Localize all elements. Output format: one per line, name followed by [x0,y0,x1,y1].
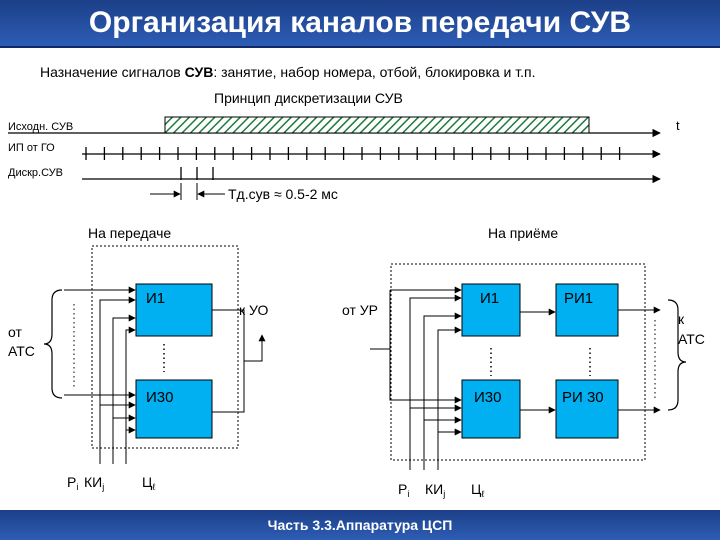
transmit-frame [91,245,239,449]
receive-gate-1 [461,283,521,337]
td-label: Тд.сув ≈ 0.5-2 мс [228,186,338,202]
receive-ctrl-r-line-1 [409,294,462,470]
time-axis-label: t [676,118,680,133]
transmit-gate-1-label: И1 [146,290,165,307]
receive-gate-1-label: И1 [480,290,499,307]
receive-register-30 [555,379,619,439]
receive-input-label: от УР [342,302,378,318]
ip-pulse-train [85,147,621,160]
receive-ctrl-c-line-1 [437,326,462,470]
transmit-output-bus [212,309,245,413]
timing-row-label-ip: ИП от ГО [8,142,55,154]
transmit-output-label: к УО [239,302,268,318]
receive-ctrl-ki-label: КИj [425,481,445,499]
footer-bar: Часть 3.3.Аппаратура ЦСП [0,510,720,540]
receive-section: На приёме от УР И1 И30 РИ1 РИ 30 к АТС P… [342,225,705,499]
receive-output-brace [667,299,687,411]
transmit-ctrl-c-line-1 [125,326,136,464]
transmit-header: На передаче [88,225,171,241]
transmit-section: На передаче от АТС И1 И30 к УО Pi КИj Цℓ [8,225,268,492]
receive-register-30-label: РИ 30 [562,389,604,406]
transmit-gate-1 [135,283,213,337]
transmit-input-label-1: от [8,324,22,340]
source-signal-pulse [164,116,590,134]
transmit-input-label-2: АТС [8,343,35,359]
timing-row-label-source: Исходн. СУВ [8,121,73,133]
receive-ctrl-ki-line-1 [423,312,462,470]
transmit-ctrl-r-line-1 [99,296,136,464]
receive-header: На приёме [488,225,558,241]
transmit-gate-30-label: И30 [146,389,173,406]
transmit-ctrl-c-label: Цℓ [142,474,156,492]
transmit-ctrl-ki-line-1 [112,314,136,464]
transmit-input-brace [43,289,63,399]
discr-pulse-train [180,167,214,180]
receive-output-label-2: АТС [678,331,705,347]
receive-register-1 [555,283,619,337]
purpose-text: Назначение сигналов СУВ: занятие, набор … [40,64,535,80]
page-title: Организация каналов передачи СУВ [88,6,632,39]
receive-ctrl-c-label: Цℓ [471,481,485,499]
receive-input-line [370,290,391,350]
receive-in-line-30 [389,349,462,404]
transmit-output-arrow [244,334,266,362]
receive-gate-30-label: И30 [474,389,501,406]
title-bar: Организация каналов передачи СУВ [0,0,720,48]
receive-output-label-1: к [678,311,685,327]
principle-heading: Принцип дискретизации СУВ [214,90,403,106]
footer-caption: Часть 3.3.Аппаратура ЦСП [267,517,453,533]
transmit-gate-30 [135,379,213,439]
timing-diagram: Исходн. СУВ ИП от ГО Дискр.СУВ t Тд.сув … [8,116,680,202]
receive-gate-30 [461,379,521,439]
timing-row-label-discr: Дискр.СУВ [8,167,63,179]
receive-frame [390,263,646,461]
transmit-ctrl-ki-label: КИj [84,474,104,492]
receive-ctrl-r-label: Pi [398,481,409,499]
transmit-ctrl-r-label: Pi [67,474,78,492]
receive-register-1-label: РИ1 [564,290,593,307]
